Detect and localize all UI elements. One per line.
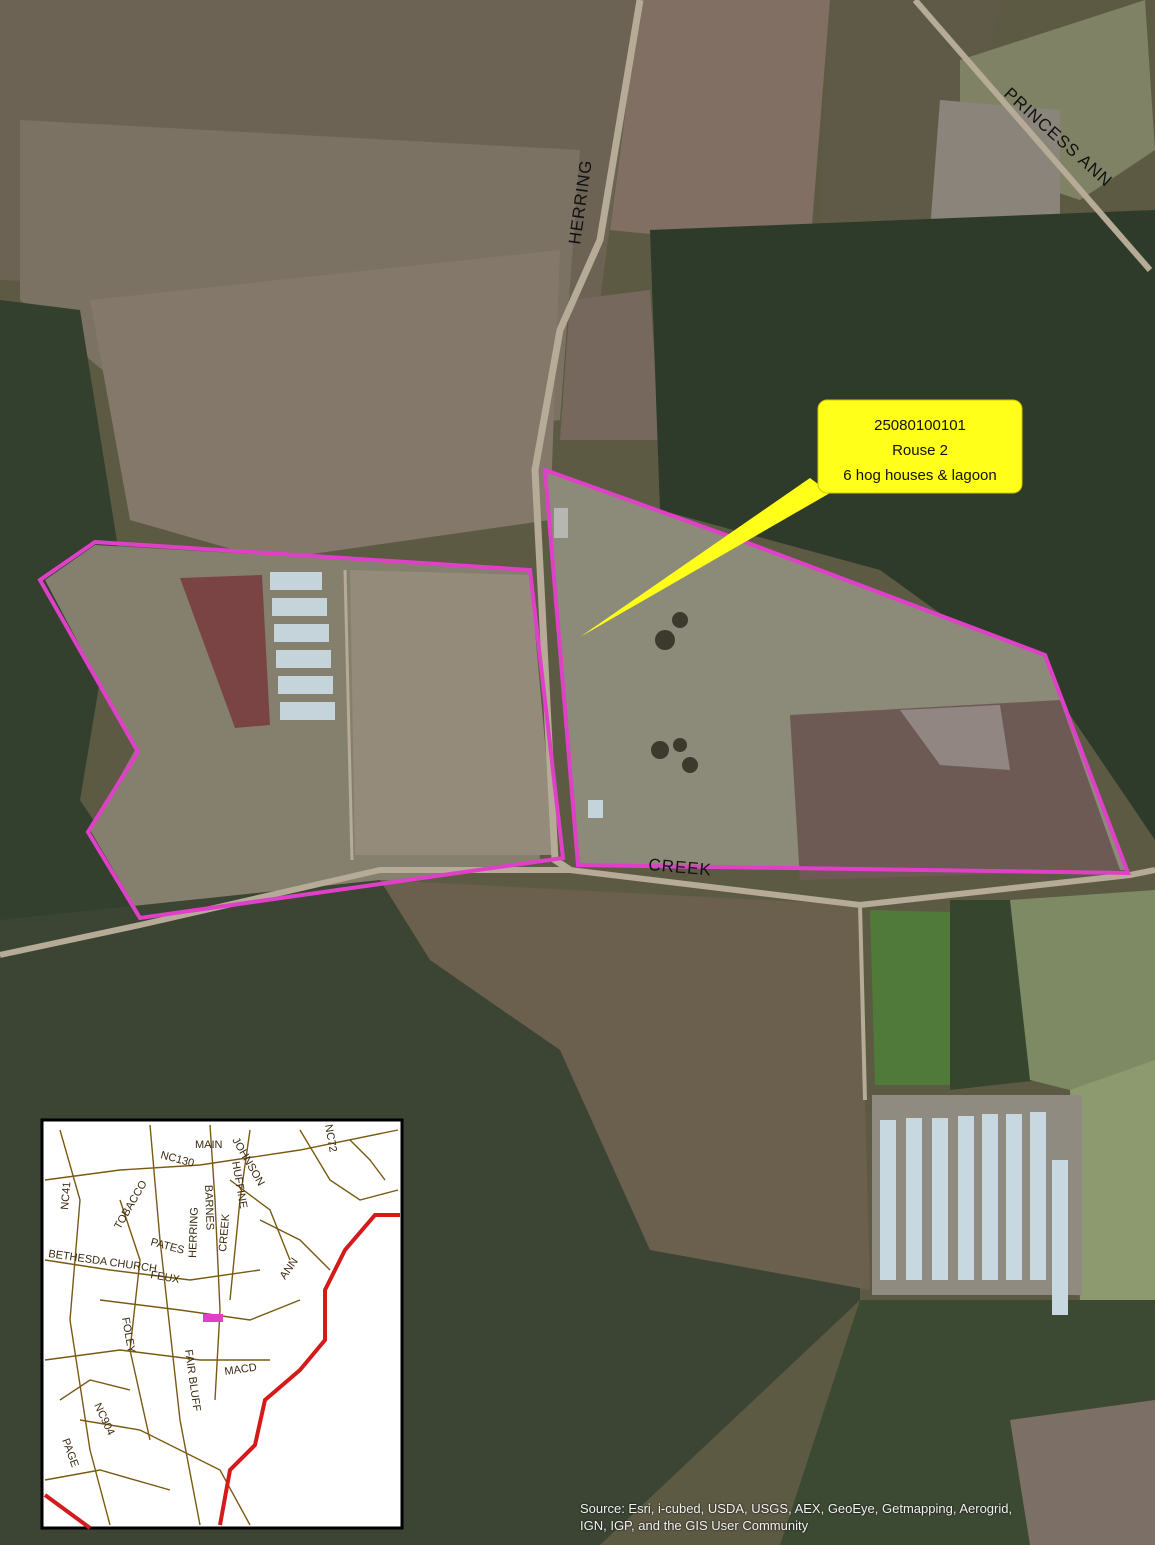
parcel-east-plowed-field xyxy=(790,700,1120,880)
callout-box[interactable] xyxy=(817,399,1023,494)
grass-field xyxy=(870,910,955,1085)
imagery-credits: Source: Esri, i-cubed, USDA, USGS, AEX, … xyxy=(580,1500,1140,1534)
inset-locator-map: MAIN JOHNSON NC72 NC130 HUFFINE TOBACCO … xyxy=(40,1118,404,1530)
herring-road xyxy=(531,0,644,873)
poultry-houses-south xyxy=(880,1112,1068,1315)
inset-frame xyxy=(40,1118,404,1530)
field-corner-south-east xyxy=(1010,1400,1155,1545)
inset-label-creek: CREEK xyxy=(217,1213,232,1252)
callout-id: 25080100101 xyxy=(874,417,966,434)
inset-label-nc41: NC41 xyxy=(59,1181,73,1210)
field-north-center xyxy=(610,0,830,250)
inset-label-feux: FEUX xyxy=(149,1269,181,1286)
parcel-west-field xyxy=(350,570,555,855)
callout-name: Rouse 2 xyxy=(892,442,948,459)
parcel-lane xyxy=(343,569,354,861)
inset-label-herring: HERRING xyxy=(187,1207,201,1258)
farmhouse-building xyxy=(554,508,568,538)
credits-line-2: IGN, IGP, and the GIS User Community xyxy=(580,1518,809,1533)
field-light-patch xyxy=(900,705,1010,770)
inset-county-line xyxy=(218,1213,400,1526)
field-striped xyxy=(930,100,1060,240)
inset-label-macd: MACD xyxy=(224,1362,258,1378)
callout-description: 6 hog houses & lagoon xyxy=(843,467,996,484)
shed-building xyxy=(588,800,603,818)
field-small-east xyxy=(560,290,660,440)
inset-label-main: MAIN xyxy=(195,1139,223,1151)
credits-line-1: Source: Esri, i-cubed, USDA, USGS, AEX, … xyxy=(580,1501,1013,1516)
poultry-farm-yard xyxy=(872,1095,1082,1295)
tree-cluster xyxy=(651,612,698,773)
field-south-center xyxy=(380,880,870,1290)
inset-label-nc72: NC72 xyxy=(322,1123,339,1153)
inset-roads xyxy=(44,1124,399,1526)
field-center-north xyxy=(90,250,560,560)
forest-east xyxy=(650,210,1155,840)
princess-ann-road xyxy=(912,0,1153,272)
parcel-outline-east[interactable] xyxy=(542,467,1131,876)
field-far-south-east xyxy=(1070,1060,1155,1300)
lagoon xyxy=(180,575,270,728)
parcel-outline-west[interactable] xyxy=(37,539,566,921)
inset-county-line-sw xyxy=(43,1493,92,1530)
inset-site-marker xyxy=(203,1314,223,1322)
field-south-east xyxy=(1010,890,1155,1090)
callout-pointer xyxy=(580,478,830,637)
farm-lane xyxy=(858,904,867,1101)
inset-label-barnes: BARNES xyxy=(202,1185,216,1231)
hog-houses-west xyxy=(270,572,335,720)
